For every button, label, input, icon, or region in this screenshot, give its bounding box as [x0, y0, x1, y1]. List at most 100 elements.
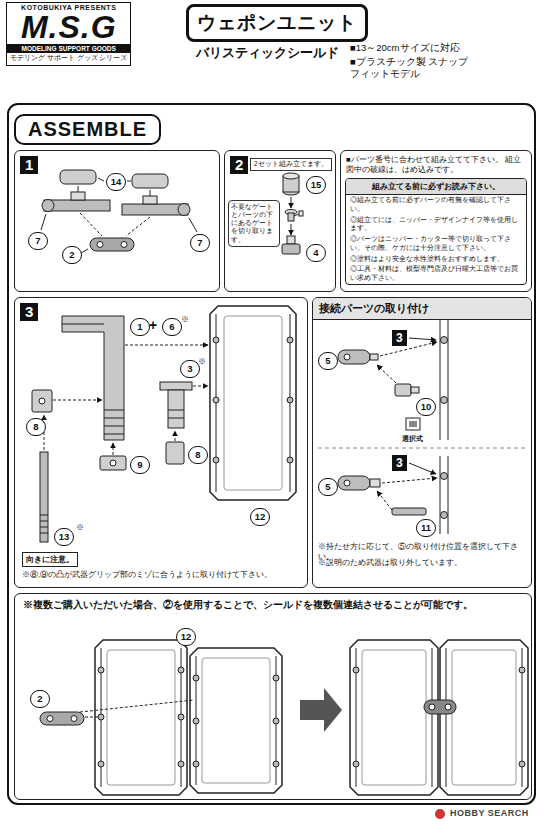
caution-item: ◎塗料はより安全な水性塗料をおすすめします。: [346, 254, 526, 265]
step3-parts: [40, 521, 48, 522]
connection-parts: [440, 320, 441, 440]
caution-note: 向きに注意。: [22, 552, 78, 567]
shield-plate: [213, 457, 219, 463]
option-label: 選択式: [402, 434, 423, 444]
connection-parts: [409, 421, 417, 427]
shield-plate: [287, 337, 293, 343]
linked-shields: [193, 718, 199, 724]
linked-shields: [202, 658, 270, 783]
callout-number: 5: [318, 352, 338, 370]
linked-shields: [362, 650, 426, 785]
linking-panel: ※複数ご購入いただいた場合、②を使用することで、シールドを複数個連結させることが…: [14, 593, 532, 800]
spec-item: ■プラスチック製 スナップフィットモデル: [350, 56, 470, 81]
step2-parts: [282, 244, 300, 254]
connection-parts: [406, 418, 420, 430]
callout-number: 3: [180, 360, 200, 378]
step1-parts: [127, 181, 131, 182]
caution-item: ◎工具・材料は、模型専門店及び日曜大工店等でお買い求め下さい。: [346, 264, 526, 284]
step1-parts: [189, 218, 197, 232]
connection-parts: [380, 342, 437, 356]
step-number: 2: [230, 156, 248, 174]
section-heading: ASSEMBLE: [28, 118, 147, 141]
connection-parts: [377, 365, 396, 383]
step3-parts: [125, 345, 208, 346]
linked-shields: [273, 761, 279, 767]
shield-plate: [213, 397, 219, 403]
step2-parts: [291, 197, 292, 208]
note-mark: ※: [181, 314, 189, 325]
connection-parts: [338, 350, 370, 364]
linked-shields: [350, 640, 438, 795]
step3-parts: [168, 390, 184, 428]
callout-number: 2: [62, 246, 82, 264]
callout-number: 10: [416, 398, 436, 416]
step3-parts: [32, 390, 52, 412]
linked-shields: [47, 716, 53, 722]
caution-box: 組み立てる前に必ずお読み下さい。◎組み立てる前に必ずパーツの有無を確認して下さい…: [345, 178, 527, 285]
linked-shields: [519, 761, 525, 767]
step2-parts: [288, 213, 294, 221]
connection-parts: [377, 491, 392, 510]
step3-parts: [40, 533, 48, 534]
linked-shields: [445, 704, 451, 710]
linked-shields: [193, 761, 199, 767]
panel-heading: 接続パーツの取り付け: [313, 298, 531, 320]
linked-shields: [178, 667, 184, 673]
linked-shields: [178, 761, 184, 767]
linked-shields: [40, 712, 84, 725]
linked-shields: [429, 704, 435, 710]
step3-parts: [39, 398, 45, 404]
maker-credit: KOTOBUKIYA PRESENTS: [10, 4, 127, 11]
callout-number: 8: [26, 418, 46, 436]
linked-shields: [178, 714, 184, 720]
step1-parts: [60, 170, 96, 184]
shield-plate: [287, 457, 293, 463]
linked-shields: [40, 640, 528, 795]
shield-plate: [213, 337, 219, 343]
callout-number: 9: [130, 456, 150, 474]
step1-parts: [132, 174, 168, 188]
callout-number: 6: [162, 318, 182, 336]
step3-parts: [113, 443, 114, 455]
note-mark: ※: [76, 522, 84, 533]
step1-parts: [143, 196, 157, 204]
step-number: 3: [20, 303, 38, 321]
assemble-box: ASSEMBLE: [14, 114, 161, 145]
linked-shields: [80, 700, 194, 712]
linked-shields: [98, 667, 104, 673]
step-number: 3: [392, 455, 407, 471]
connection-parts: [338, 476, 370, 490]
connection-parts: [440, 456, 441, 534]
note-text: ※⑧,⑨の凸が武器グリップ部のミゾに合うように取り付けて下さい。: [22, 570, 304, 580]
step2-parts: [294, 214, 299, 216]
logo-subtitle: モデリング サポート グッズ シリーズ: [10, 53, 127, 63]
logo-mark: M.S.G: [10, 11, 127, 43]
connection-parts: [448, 320, 449, 440]
callout-number: 4: [306, 244, 326, 262]
step3-parts: [168, 410, 184, 411]
connection-parts: [370, 479, 380, 487]
linked-shields: [432, 648, 433, 787]
shield-plate: [210, 306, 296, 500]
logo-box: KOTOBUKIYA PRESENTSM.S.GMODELING SUPPORT…: [6, 2, 131, 66]
linked-shields: [98, 714, 104, 720]
caution-item: ◎パーツはニッパー・カッター等で切り取って下さい。その際、ケガには十分注意して下…: [346, 234, 526, 254]
step2-parts: [291, 224, 292, 235]
connection-parts: [318, 448, 528, 449]
logo-band: MODELING SUPPORT GOODS: [7, 44, 130, 53]
step1-parts: [80, 213, 102, 236]
callout-number: 11: [416, 519, 436, 537]
step1-parts: [71, 192, 85, 200]
step3-parts: [53, 400, 102, 401]
step1-parts: [97, 242, 103, 248]
step3-parts: [104, 426, 124, 427]
connection-parts: [409, 338, 436, 340]
step1-parts: [121, 242, 127, 248]
linked-shields: [353, 667, 359, 673]
step3-parts: [62, 324, 104, 325]
step-panel: 1: [14, 150, 220, 292]
linked-shields: [85, 717, 100, 718]
step2-parts: [282, 173, 303, 254]
step-number: 3: [392, 330, 407, 346]
